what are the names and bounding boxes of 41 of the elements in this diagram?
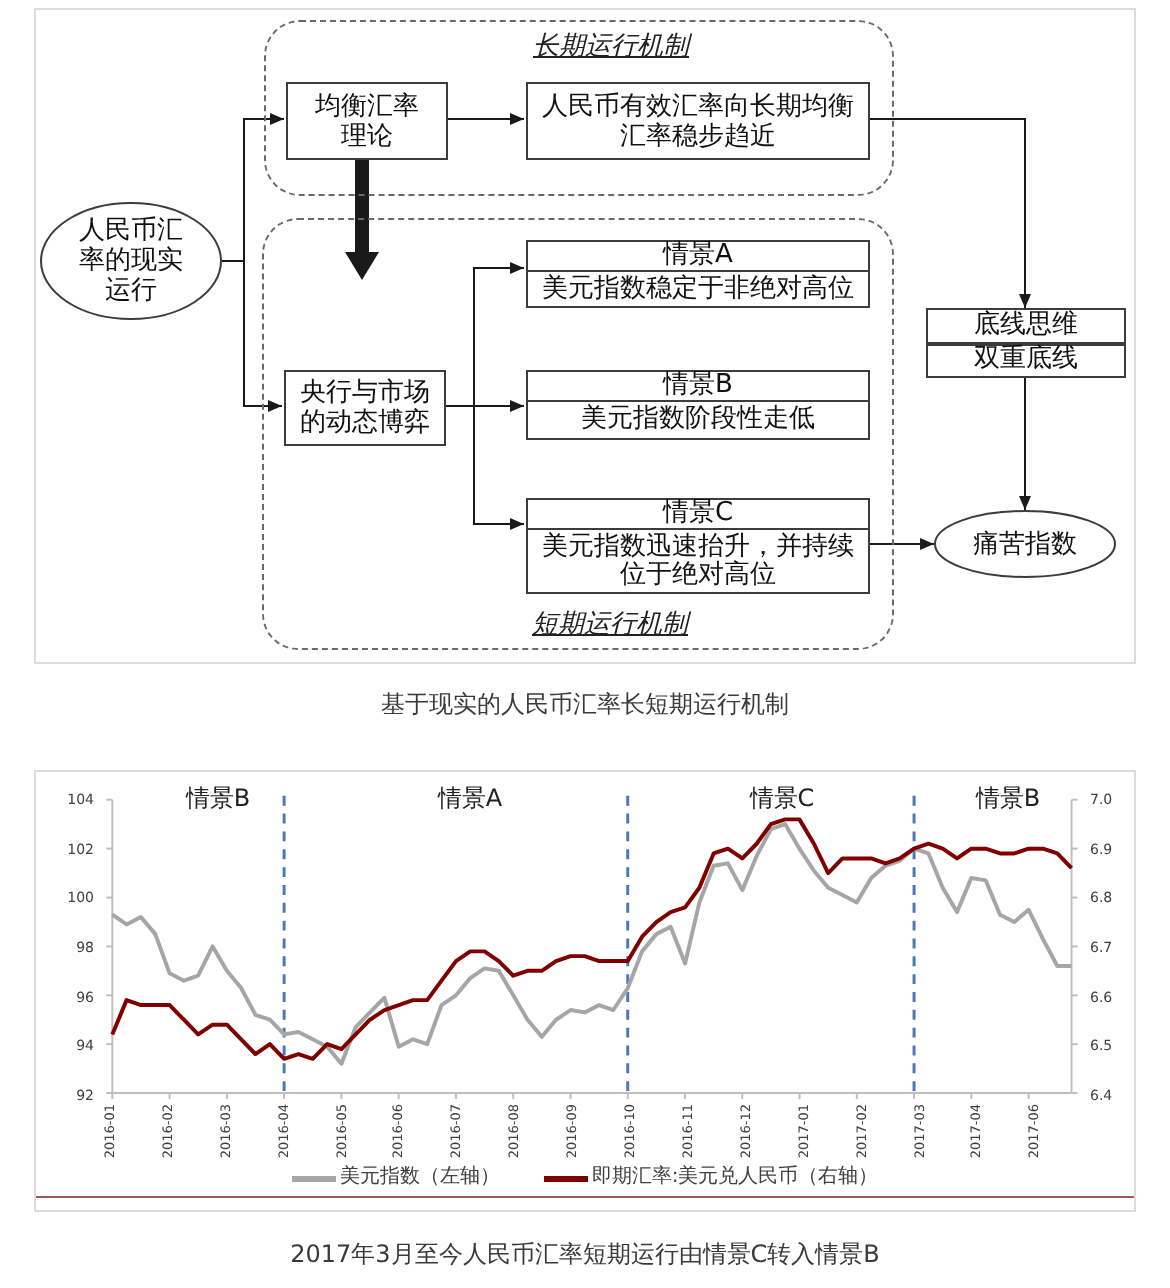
process-box <box>526 498 870 594</box>
process-box <box>926 308 1126 378</box>
dashed-group-frame <box>264 20 894 196</box>
arrow <box>445 113 525 125</box>
process-box <box>526 82 870 160</box>
node-heading: 情景B <box>663 372 733 400</box>
legend-label: 即期汇率:美元兑人民币（右轴） <box>591 1166 879 1190</box>
node-label: 人民币有效汇率向长期均衡汇率稳步趋近 <box>540 91 856 151</box>
region-label: 情景B <box>185 784 251 812</box>
arrow <box>1019 377 1031 511</box>
process-box <box>284 370 446 446</box>
node-label: 均衡汇率理论 <box>313 91 421 151</box>
node-heading: 情景C <box>662 500 734 528</box>
arrow <box>443 405 525 530</box>
node-label: 双重底线 <box>974 346 1078 375</box>
legend-label: 美元指数（左轴） <box>339 1166 500 1190</box>
arrow <box>221 260 283 412</box>
ellipse-node <box>40 202 222 320</box>
process-box <box>286 82 448 160</box>
thick-arrow <box>348 158 376 280</box>
node-label: 痛苦指数 <box>973 529 1077 559</box>
dashed-group-frame <box>262 218 894 650</box>
arrow <box>867 118 1031 309</box>
node-label: 人民币汇率的现实运行 <box>77 216 185 306</box>
node-heading: 情景A <box>663 242 733 270</box>
group-title: 长期运行机制 <box>533 32 689 64</box>
node-text: 美元指数稳定于非绝对高位 <box>542 275 854 303</box>
ellipse-node <box>934 510 1116 578</box>
region-label: 情景C <box>749 784 815 812</box>
node-text: 美元指数迅速抬升，并持续位于绝对高位 <box>540 533 856 589</box>
node-label: 央行与市场的动态博弈 <box>298 378 432 438</box>
arrow <box>867 538 935 550</box>
process-box <box>526 240 870 308</box>
region-label: 情景B <box>975 784 1041 812</box>
node-text: 美元指数阶段性走低 <box>581 406 815 434</box>
region-label: 情景A <box>437 784 503 812</box>
caption: 基于现实的人民币汇率长短期运行机制 <box>381 690 789 720</box>
node-label: 底线思维 <box>974 311 1078 340</box>
group-title: 短期运行机制 <box>532 610 688 642</box>
process-box <box>526 370 870 440</box>
chart-caption: 2017年3月至今人民币汇率短期运行由情景C转入情景B <box>290 1240 880 1270</box>
